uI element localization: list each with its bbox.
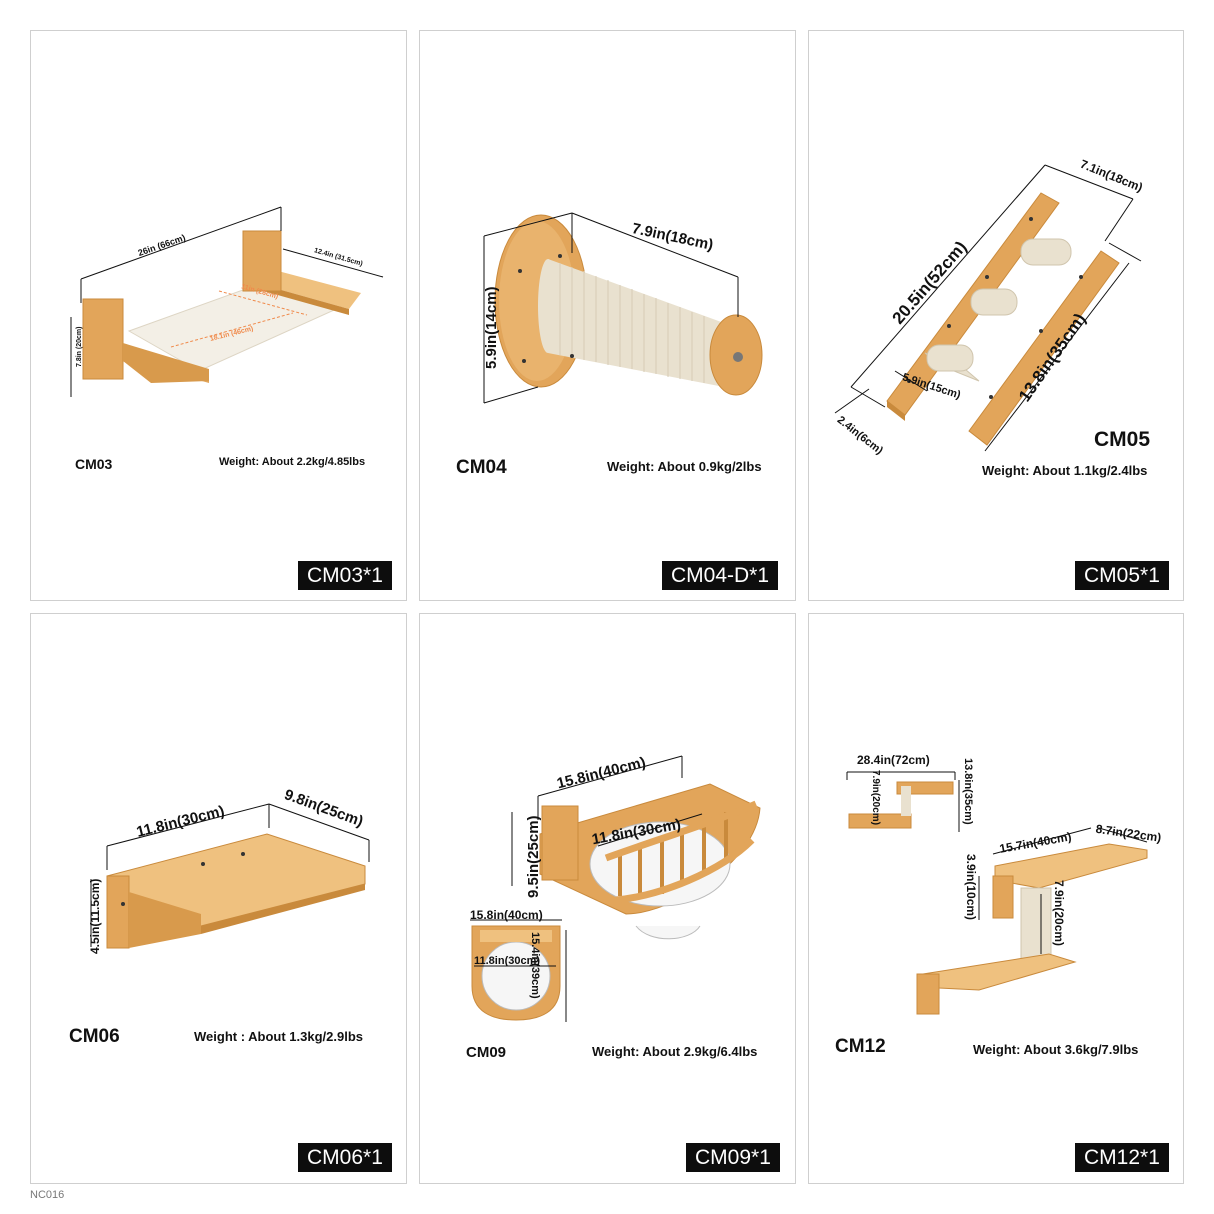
cm04-dim-length: 7.9in(18cm)	[630, 220, 714, 254]
cm09-top-dim-width: 15.8in(40cm)	[470, 908, 543, 922]
model-name: CM12	[835, 1036, 886, 1057]
cm05-steps	[924, 238, 1072, 382]
quantity-badge: CM05*1	[1075, 561, 1169, 590]
model-name: CM09	[466, 1044, 507, 1061]
cm06-wall-plate	[106, 875, 130, 949]
cm12-dim-preview-depth: 13.8in(35cm)	[962, 758, 974, 825]
cm12-dim-total-height: 28.4in(72cm)	[857, 753, 930, 767]
cm06-platform-illustration: 11.8in(30cm) 9.8in(25cm) 4.5in(11.5cm)	[88, 786, 370, 954]
product-panel-cm05: 20.5in(52cm) 7.1in(18cm) 13.8in(35cm) 5.…	[808, 30, 1184, 601]
cm12-preview	[848, 781, 954, 829]
cm12-scratching-post	[1020, 887, 1052, 961]
catalog-code: NC016	[30, 1189, 65, 1201]
cm05-dim-width: 7.1in(18cm)	[1078, 157, 1144, 195]
quantity-badge: CM04-D*1	[662, 561, 779, 590]
cm12-dim-width: 15.7in(40cm)	[998, 829, 1072, 855]
weight-label: Weight: About 1.1kg/2.4lbs	[982, 463, 1148, 478]
cm03-dim-height: 7.8in (20cm)	[76, 327, 83, 367]
product-panel-cm03: 26in (66cm) 12.4in (31.5cm) 7.8in (20cm)…	[30, 30, 407, 601]
cm12-dim-platform-thickness: 3.9in(10cm)	[964, 854, 978, 920]
cm05-dim-rail-width: 2.4in(6cm)	[835, 414, 886, 457]
model-name: CM06	[69, 1026, 120, 1047]
cm12-dim-post-height: 7.9in(20cm)	[1052, 880, 1066, 946]
weight-label: Weight: About 2.2kg/4.85lbs	[219, 456, 366, 468]
cm05-right-rail	[968, 250, 1120, 446]
cm03-right-wall-plate	[242, 230, 282, 292]
model-name: CM03	[75, 456, 113, 472]
quantity-badge: CM06*1	[298, 1143, 392, 1172]
model-name: CM05	[1094, 428, 1151, 451]
cm09-top-dim-bowl: 11.8in(30cm)	[474, 955, 540, 967]
quantity-badge: CM12*1	[1075, 1143, 1169, 1172]
cm03-dim-length: 26in (66cm)	[137, 232, 187, 258]
cm09-top-dim-depth: 15.4in(39cm)	[529, 932, 541, 999]
cm05-ladder-illustration: 20.5in(52cm) 7.1in(18cm) 13.8in(35cm) 5.…	[834, 157, 1145, 457]
cm03-left-wall-plate	[82, 298, 124, 380]
product-panel-cm06: 11.8in(30cm) 9.8in(25cm) 4.5in(11.5cm) C…	[30, 613, 407, 1184]
weight-label: Weight : About 1.3kg/2.9lbs	[194, 1029, 364, 1044]
cm06-dim-width: 11.8in(30cm)	[135, 803, 226, 841]
quantity-badge: CM03*1	[298, 561, 392, 590]
cm09-dim-height: 9.5in(25cm)	[525, 815, 542, 898]
weight-label: Weight: About 0.9kg/2lbs	[607, 459, 762, 474]
cm09-bowl-bed-illustration: 15.8in(40cm) 9.5in(25cm) 11.8in(30cm) 15…	[470, 754, 761, 1022]
cm06-dim-height: 4.5in(11.5cm)	[88, 879, 102, 954]
product-panel-cm09: 15.8in(40cm) 9.5in(25cm) 11.8in(30cm) 15…	[419, 613, 796, 1184]
cm12-bottom-platform	[921, 953, 1077, 991]
cm04-scratching-post-illustration: 7.9in(18cm) 5.9in(14cm)	[483, 212, 763, 404]
cm04-bolt-icon	[733, 352, 743, 362]
cm12-dim-depth: 8.7in(22cm)	[1095, 822, 1162, 845]
product-panel-cm04: 7.9in(18cm) 5.9in(14cm) CM04 Weight: Abo…	[419, 30, 796, 601]
cm12-double-platform-illustration: 28.4in(72cm) 7.9in(20cm) 13.8in(35cm) 15…	[846, 753, 1162, 1015]
cm09-dim-width: 15.8in(40cm)	[555, 754, 647, 792]
product-panel-cm12: 28.4in(72cm) 7.9in(20cm) 13.8in(35cm) 15…	[808, 613, 1184, 1184]
cm12-dim-preview-post: 7.9in(20cm)	[870, 770, 881, 825]
cm04-dim-diameter: 5.9in(14cm)	[483, 286, 500, 369]
weight-label: Weight: About 3.6kg/7.9lbs	[973, 1042, 1139, 1057]
weight-label: Weight: About 2.9kg/6.4lbs	[592, 1044, 758, 1059]
cm03-hammock-illustration: 26in (66cm) 12.4in (31.5cm) 7.8in (20cm)…	[70, 206, 384, 397]
model-name: CM04	[456, 457, 507, 478]
quantity-badge: CM09*1	[686, 1143, 780, 1172]
